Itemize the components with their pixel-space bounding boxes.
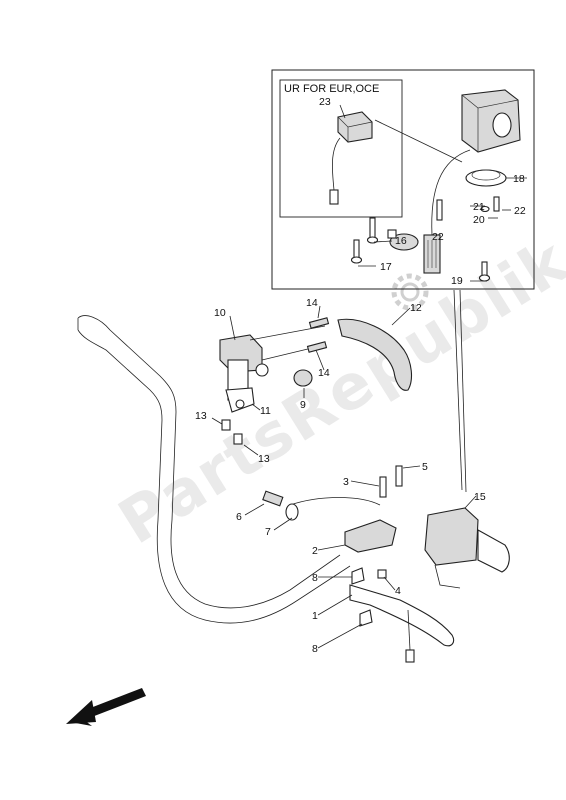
callout-10: 10 — [214, 307, 226, 319]
callout-20: 20 — [473, 214, 485, 226]
callout-19: 19 — [451, 275, 463, 287]
knob — [387, 229, 419, 251]
connector — [423, 234, 441, 274]
callout-8a: 8 — [312, 572, 318, 584]
callout-4: 4 — [395, 585, 401, 597]
inset-title: UR FOR EUR,OCE — [284, 83, 379, 95]
watermark-text: PartsRepublik — [106, 223, 566, 558]
callout-8b: 8 — [312, 643, 318, 655]
callout-21: 21 — [473, 201, 485, 213]
callout-6: 6 — [236, 511, 242, 523]
callout-16: 16 — [395, 235, 407, 247]
switch-23 — [329, 111, 373, 205]
watermark: PartsRepublik — [106, 223, 566, 558]
callout-22a: 22 — [514, 205, 526, 217]
callouts: 23 18 21 22 20 22 16 17 19 14 12 10 14 9… — [195, 96, 526, 655]
callout-17: 17 — [380, 261, 392, 273]
callout-18: 18 — [513, 173, 525, 185]
callout-13b: 13 — [258, 453, 270, 465]
callout-22b: 22 — [432, 231, 444, 243]
ring-18 — [465, 169, 527, 187]
switch-15 — [424, 507, 510, 589]
callout-12: 12 — [410, 302, 422, 314]
switch-housing — [374, 89, 521, 236]
callout-14a: 14 — [306, 297, 318, 309]
callout-15: 15 — [474, 491, 486, 503]
screws-13 — [221, 419, 243, 445]
screw-6 — [262, 490, 299, 521]
screws-14 — [306, 317, 330, 353]
callout-2: 2 — [312, 545, 318, 557]
lever-12 — [337, 318, 413, 391]
callout-5: 5 — [422, 461, 428, 473]
screws-inset — [350, 196, 500, 282]
gear-icon — [391, 273, 429, 311]
callout-23: 23 — [319, 96, 331, 108]
arrow-down-left-icon — [66, 688, 146, 726]
callout-13a: 13 — [195, 410, 207, 422]
lever-holder — [344, 465, 403, 579]
lever-1 — [349, 567, 455, 663]
inset-box: UR FOR EUR,OCE — [271, 69, 535, 290]
clamp-11 — [225, 387, 255, 413]
callout-1: 1 — [312, 610, 318, 622]
callout-11: 11 — [260, 405, 271, 417]
callout-9: 9 — [300, 399, 306, 411]
leader-lines — [211, 104, 511, 649]
callout-14b: 14 — [318, 367, 330, 379]
callout-3: 3 — [343, 476, 349, 488]
callout-7: 7 — [265, 526, 271, 538]
cap-9 — [293, 369, 313, 387]
handlebar — [77, 315, 381, 624]
